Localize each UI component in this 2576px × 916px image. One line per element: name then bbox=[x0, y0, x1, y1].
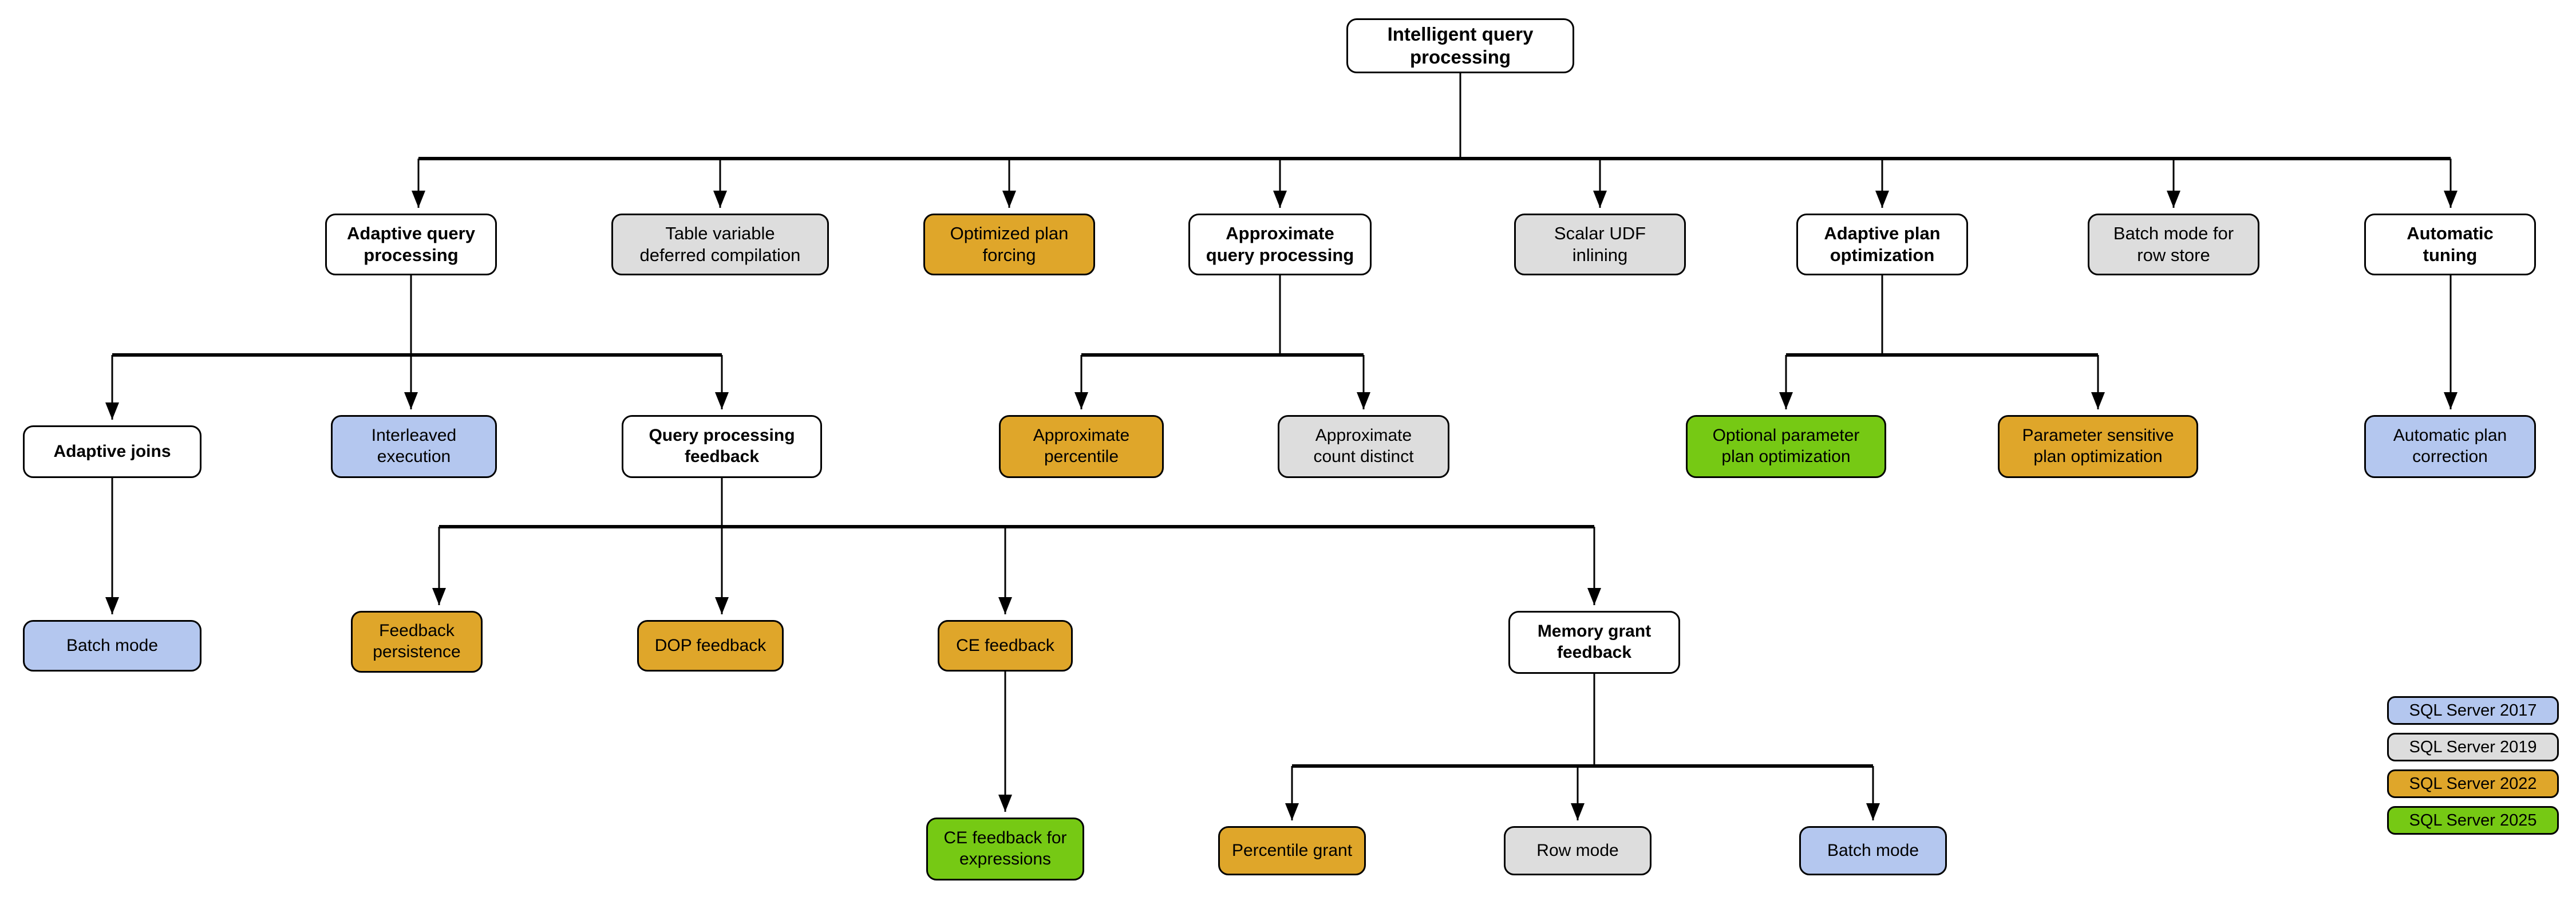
legend-item-sql-server-2022: SQL Server 2022 bbox=[2387, 769, 2559, 798]
node-label: Intelligent query processing bbox=[1387, 23, 1534, 68]
node-label: Adaptive plan optimization bbox=[1824, 223, 1941, 265]
legend-item-sql-server-2019: SQL Server 2019 bbox=[2387, 733, 2559, 761]
node-mgf[interactable]: Memory grant feedback bbox=[1508, 611, 1680, 674]
legend-item-label: SQL Server 2019 bbox=[2409, 737, 2537, 756]
legend-item-sql-server-2025: SQL Server 2025 bbox=[2387, 806, 2559, 835]
node-label: Batch mode for row store bbox=[2113, 223, 2234, 265]
node-tvdc[interactable]: Table variable deferred compilation bbox=[611, 214, 829, 275]
node-label: Optimized plan forcing bbox=[950, 223, 1069, 265]
node-rowmode[interactable]: Row mode bbox=[1504, 826, 1652, 875]
legend-item-sql-server-2017: SQL Server 2017 bbox=[2387, 696, 2559, 725]
node-batchmode1[interactable]: Batch mode bbox=[23, 620, 202, 672]
node-pctgrant[interactable]: Percentile grant bbox=[1218, 826, 1366, 875]
node-label: DOP feedback bbox=[654, 635, 767, 655]
node-apq[interactable]: Approximate query processing bbox=[1188, 214, 1372, 275]
node-interleaved[interactable]: Interleaved execution bbox=[331, 415, 497, 478]
node-cefbexpr[interactable]: CE feedback for expressions bbox=[926, 818, 1084, 881]
node-approxpct[interactable]: Approximate percentile bbox=[999, 415, 1164, 478]
node-label: Parameter sensitive plan optimization bbox=[2022, 426, 2174, 466]
node-label: Approximate percentile bbox=[1033, 426, 1130, 466]
node-label: Scalar UDF inlining bbox=[1554, 223, 1646, 265]
node-label: Row mode bbox=[1536, 840, 1619, 860]
node-label: Optional parameter plan optimization bbox=[1712, 426, 1860, 466]
node-apc[interactable]: Automatic plan correction bbox=[2364, 415, 2536, 478]
node-label: Batch mode bbox=[1827, 840, 1919, 860]
node-autotune[interactable]: Automatic tuning bbox=[2364, 214, 2536, 275]
node-bmrs[interactable]: Batch mode for row store bbox=[2088, 214, 2259, 275]
node-label: Batch mode bbox=[66, 635, 159, 655]
node-label: Table variable deferred compilation bbox=[639, 223, 801, 265]
node-cefb[interactable]: CE feedback bbox=[938, 620, 1073, 672]
node-label: Approximate query processing bbox=[1206, 223, 1354, 265]
node-adaptivejoins[interactable]: Adaptive joins bbox=[23, 425, 202, 478]
node-label: Automatic plan correction bbox=[2393, 426, 2507, 466]
node-oppo[interactable]: Optional parameter plan optimization bbox=[1686, 415, 1886, 478]
node-approxcd[interactable]: Approximate count distinct bbox=[1278, 415, 1449, 478]
node-label: Memory grant feedback bbox=[1537, 622, 1652, 662]
node-pspo[interactable]: Parameter sensitive plan optimization bbox=[1998, 415, 2198, 478]
node-label: Adaptive query processing bbox=[347, 223, 475, 265]
node-opf[interactable]: Optimized plan forcing bbox=[923, 214, 1095, 275]
legend-item-label: SQL Server 2022 bbox=[2409, 774, 2537, 793]
node-label: CE feedback bbox=[956, 635, 1054, 655]
legend-item-label: SQL Server 2017 bbox=[2409, 701, 2537, 720]
node-label: Percentile grant bbox=[1231, 840, 1353, 860]
node-dopfb[interactable]: DOP feedback bbox=[637, 620, 784, 672]
node-label: Feedback persistence bbox=[373, 621, 461, 661]
node-label: Query processing feedback bbox=[649, 426, 795, 466]
node-batchmode2[interactable]: Batch mode bbox=[1799, 826, 1947, 875]
node-label: Automatic tuning bbox=[2407, 223, 2494, 265]
legend-item-label: SQL Server 2025 bbox=[2409, 811, 2537, 830]
node-fbpersist[interactable]: Feedback persistence bbox=[351, 611, 483, 673]
node-aqp[interactable]: Adaptive query processing bbox=[325, 214, 497, 275]
node-label: Approximate count distinct bbox=[1313, 426, 1414, 466]
node-label: CE feedback for expressions bbox=[943, 828, 1067, 868]
node-apo[interactable]: Adaptive plan optimization bbox=[1796, 214, 1968, 275]
node-label: Adaptive joins bbox=[53, 441, 171, 461]
node-sudf[interactable]: Scalar UDF inlining bbox=[1514, 214, 1686, 275]
node-qpf[interactable]: Query processing feedback bbox=[622, 415, 822, 478]
node-label: Interleaved execution bbox=[371, 426, 457, 466]
node-root[interactable]: Intelligent query processing bbox=[1346, 18, 1574, 73]
